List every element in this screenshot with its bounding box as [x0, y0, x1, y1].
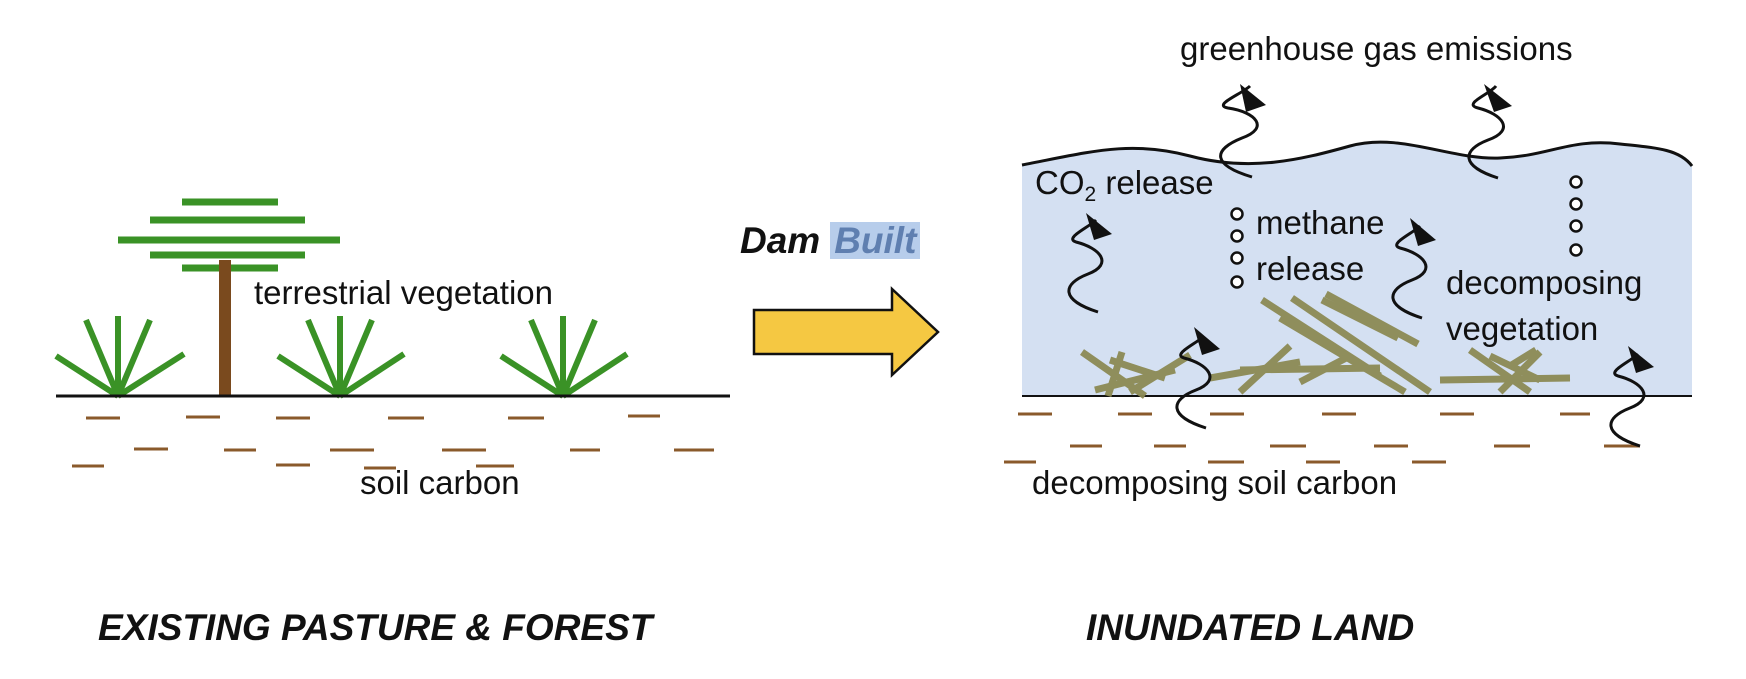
co2-prefix: CO: [1035, 164, 1085, 201]
methane-label-line2: release: [1256, 250, 1365, 287]
decomposing-soil-carbon-label: decomposing soil carbon: [1032, 464, 1398, 501]
dam-word: Dam: [740, 220, 821, 261]
built-word: Built: [830, 222, 921, 259]
soil-carbon-label: soil carbon: [360, 464, 520, 501]
transition-arrow: [752, 286, 940, 378]
co2-release-label: CO2 release: [1035, 166, 1214, 205]
emission-arrow-soil: [1609, 346, 1654, 448]
left-panel-title: EXISTING PASTURE & FOREST: [98, 607, 653, 648]
decomposition-bubbles: [1569, 175, 1583, 257]
dam-built-label: Dam Built: [740, 220, 921, 261]
emission-arrow-co2: [1067, 213, 1112, 314]
emission-arrow-surface-1: [1219, 84, 1266, 179]
grass-tuft-2: [276, 316, 406, 399]
terrestrial-vegetation-label: terrestrial vegetation: [254, 274, 553, 311]
methane-bubbles: [1230, 207, 1244, 289]
emission-arrow-surface-2: [1467, 84, 1512, 180]
right-scene: [1004, 84, 1694, 464]
emission-arrow-methane: [1391, 218, 1436, 320]
soil-dashes-right: [1004, 412, 1640, 464]
grass-tuft-1: [54, 316, 186, 399]
co2-suffix: release: [1096, 164, 1214, 201]
co2-subscript: 2: [1084, 183, 1097, 206]
right-panel-title: INUNDATED LAND: [1086, 607, 1415, 648]
methane-label-line1: methane: [1256, 204, 1385, 241]
soil-dashes-left: [72, 414, 714, 470]
greenhouse-gas-label: greenhouse gas emissions: [1180, 30, 1573, 67]
left-scene: [54, 198, 730, 470]
tree: [118, 198, 340, 396]
grass-tuft-3: [499, 316, 629, 399]
decomposing-vegetation-line2: vegetation: [1446, 310, 1599, 347]
emission-arrow-debris: [1175, 327, 1220, 430]
water-surface: [1021, 140, 1694, 167]
reservoir-water: [1022, 142, 1692, 396]
decomposing-vegetation-line1: decomposing: [1446, 264, 1643, 301]
debris-pile: [1079, 290, 1571, 399]
